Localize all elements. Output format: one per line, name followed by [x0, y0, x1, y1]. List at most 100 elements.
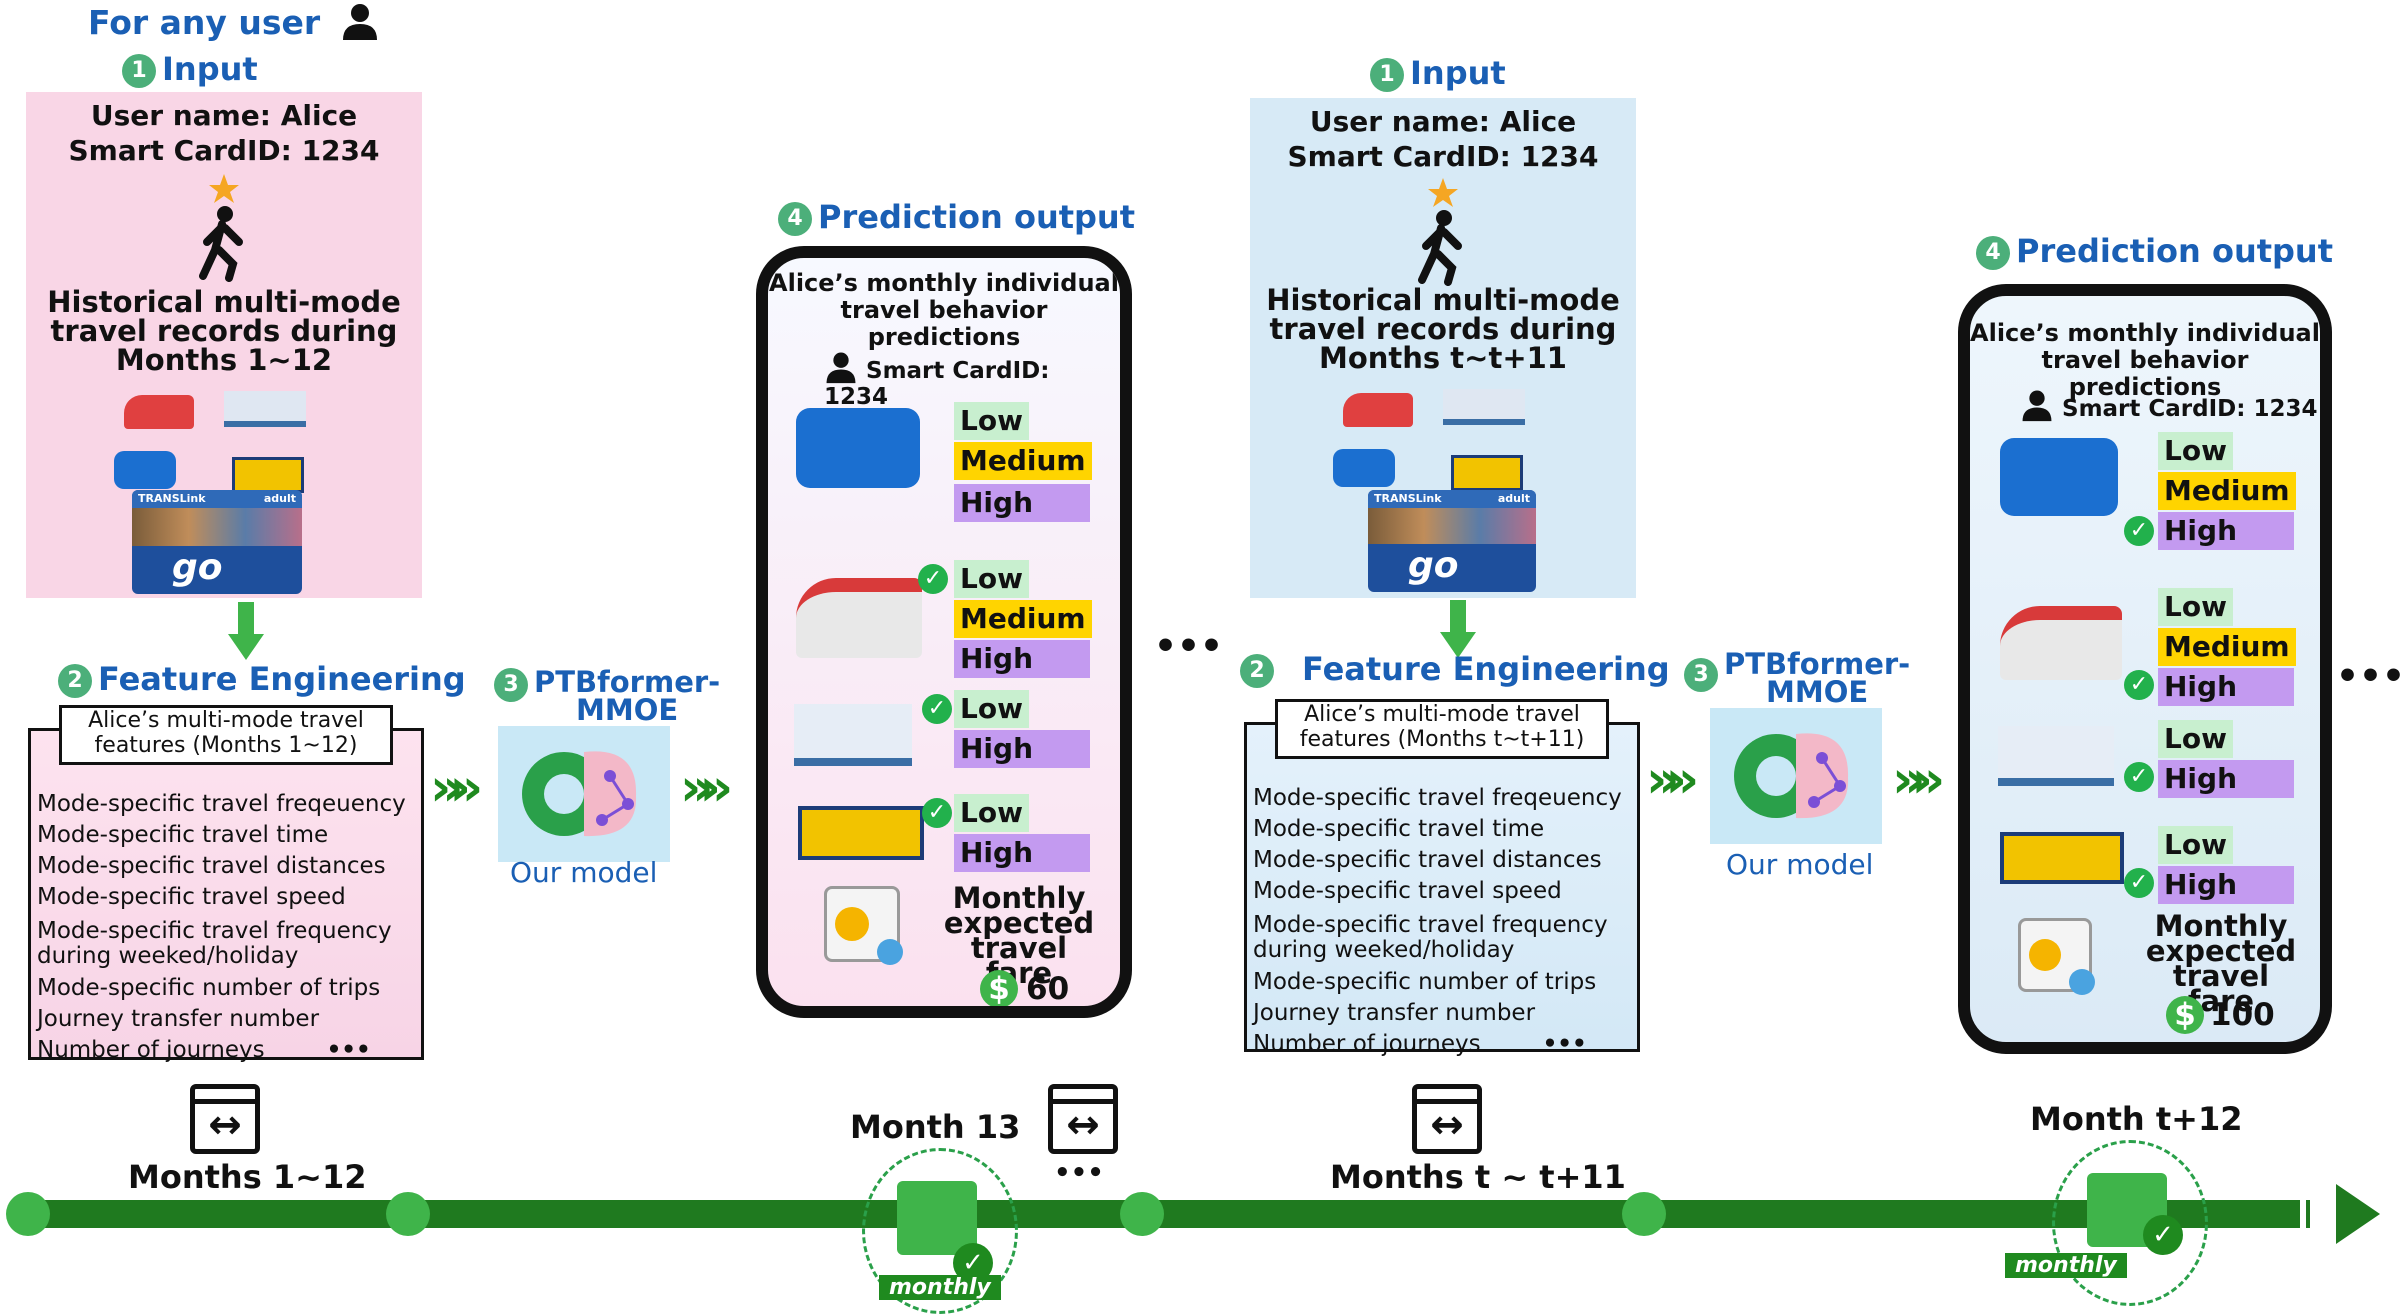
feature-banner-line-2: features (Months 1~12)	[94, 733, 358, 758]
step-number-badge: 3	[1684, 658, 1718, 692]
monthly-calendar-stamp: ✓ monthly	[2005, 1140, 2208, 1306]
feature-eng-heading-text: Feature Engineering	[98, 660, 466, 698]
feature-banner: Alice’s multi-mode travel features (Mont…	[1275, 699, 1609, 759]
fare-label-line-3: travel fare	[2172, 959, 2270, 1018]
history-line-1: Historical multi-mode	[47, 285, 401, 319]
level-low: Low	[954, 402, 1029, 440]
timeline-label-months-1-12: Months 1~12	[128, 1158, 367, 1196]
fare-label: Monthly expected travel fare	[2136, 909, 2306, 1018]
brain-gear-icon	[522, 751, 637, 837]
monthly-label: monthly	[879, 1275, 1001, 1300]
calendar-coin-icon	[2018, 918, 2095, 995]
user-icon	[2022, 390, 2052, 422]
level-medium: Medium	[2158, 472, 2296, 510]
feature-item: Mode-specific travel frequency	[1253, 912, 1608, 938]
ferry-icon	[224, 391, 306, 427]
monthly-label: monthly	[2005, 1253, 2127, 1278]
model-box-left	[498, 726, 670, 862]
model-heading-right: 3 PTBformer- MMOE	[1684, 647, 1911, 709]
check-icon: ✓	[2124, 670, 2154, 700]
level-high: High	[954, 730, 1090, 768]
bus-icon	[2000, 438, 2118, 516]
level-low: Low	[2158, 720, 2233, 758]
model-name-line-2: MMOE	[1766, 675, 1869, 709]
timeline-label-month-13: Month 13	[850, 1108, 1021, 1146]
level-low: Low	[954, 690, 1029, 728]
input-panel-left: User name: Alice Smart CardID: 1234 Hist…	[26, 92, 422, 598]
smart-card-image: TRANSLink adult go	[132, 490, 302, 594]
phone-header-line-1: Alice’s monthly individual	[1970, 319, 2320, 347]
timeline-node	[386, 1192, 430, 1236]
monthly-calendar-stamp: ✓ monthly	[862, 1148, 1018, 1314]
ferry-icon	[1998, 726, 2114, 786]
check-icon: ✓	[918, 564, 948, 594]
timeline-label-month-t12: Month t+12	[2030, 1100, 2243, 1138]
calendar-range-icon: ↔	[1412, 1084, 1482, 1154]
phone-header: Alice’s monthly individual travel behavi…	[1970, 320, 2320, 401]
model-name-line-2: MMOE	[576, 693, 679, 727]
down-arrow-icon	[228, 602, 264, 660]
card-brand: TRANSLink	[1374, 492, 1442, 505]
calendar-coin-icon	[824, 886, 903, 965]
level-high: High	[2158, 668, 2294, 706]
brain-gear-icon	[1734, 733, 1849, 819]
feature-item: Mode-specific travel speed	[1253, 878, 1562, 904]
step-number-badge: 2	[1240, 654, 1274, 688]
feature-item: Mode-specific number of trips	[37, 975, 381, 1001]
feature-item: Mode-specific travel distances	[37, 853, 386, 879]
fare-value: 100	[2210, 997, 2275, 1033]
train-icon	[796, 578, 922, 658]
level-low: Low	[2158, 432, 2233, 470]
smart-card-image: TRANSLink adult go	[1368, 490, 1536, 592]
feature-list: Mode-specific travel freqeuency Mode-spe…	[37, 789, 417, 1066]
check-icon: ✓	[2124, 762, 2154, 792]
tram-icon	[232, 457, 304, 493]
tram-icon	[2000, 832, 2124, 884]
feature-item: Number of journeys•••	[37, 1035, 417, 1066]
phone-mockup-right: Alice’s monthly individual travel behavi…	[1958, 284, 2332, 1054]
feature-item-text: Number of journeys	[1253, 1031, 1481, 1057]
feature-item: Journey transfer number	[37, 1006, 320, 1032]
card-logo: go	[172, 547, 223, 588]
feature-banner-line-2: features (Months t~t+11)	[1299, 727, 1585, 752]
history-line-2: travel records during	[1269, 312, 1617, 346]
feature-item: Mode-specific number of trips	[1253, 969, 1597, 995]
level-medium: Medium	[954, 442, 1092, 480]
step-number-badge: 4	[778, 202, 812, 236]
step-number-badge: 4	[1976, 236, 2010, 270]
train-icon	[124, 395, 194, 429]
phone-card-id: Smart CardID: 1234	[824, 358, 1050, 410]
history-line-3: Months t~t+11	[1319, 341, 1567, 375]
check-icon: ✓	[2143, 1215, 2183, 1255]
check-icon: ✓	[922, 798, 952, 828]
feature-item: during weeked/holiday	[1253, 937, 1515, 963]
card-id: Smart CardID: 1234	[68, 134, 380, 167]
step-number-badge: 2	[58, 664, 92, 698]
level-low: Low	[954, 560, 1029, 598]
feature-item: Number of journeys•••	[1253, 1029, 1633, 1060]
timeline-node	[6, 1192, 50, 1236]
model-heading-left: 3 PTBformer- MMOE	[494, 668, 720, 727]
history-line-2: travel records during	[50, 314, 398, 348]
fare-label-line-1: Monthly	[2154, 909, 2288, 943]
transport-cycle	[114, 387, 334, 507]
flow-arrow: »»	[1646, 750, 1699, 810]
input-heading-text: Input	[162, 50, 258, 88]
user-icon	[342, 4, 377, 40]
for-any-user-label: For any user	[88, 2, 380, 42]
flow-arrow: »»	[430, 758, 483, 818]
user-name: User name: Alice	[90, 99, 358, 132]
input-heading-text: Input	[1410, 54, 1506, 92]
input-panel-right: User name: Alice Smart CardID: 1234 Hist…	[1250, 98, 1636, 598]
fare-value-row: $100	[2166, 996, 2275, 1034]
feature-box-left: Alice’s multi-mode travel features (Mont…	[28, 705, 424, 1063]
check-icon: ✓	[2124, 516, 2154, 546]
phone-card-row: Smart CardID: 1234	[824, 350, 1120, 410]
model-name-line-1: PTBformer-	[1724, 647, 1911, 681]
calendar-range-icon: ↔	[1048, 1084, 1118, 1154]
check-icon: ✓	[922, 694, 952, 724]
